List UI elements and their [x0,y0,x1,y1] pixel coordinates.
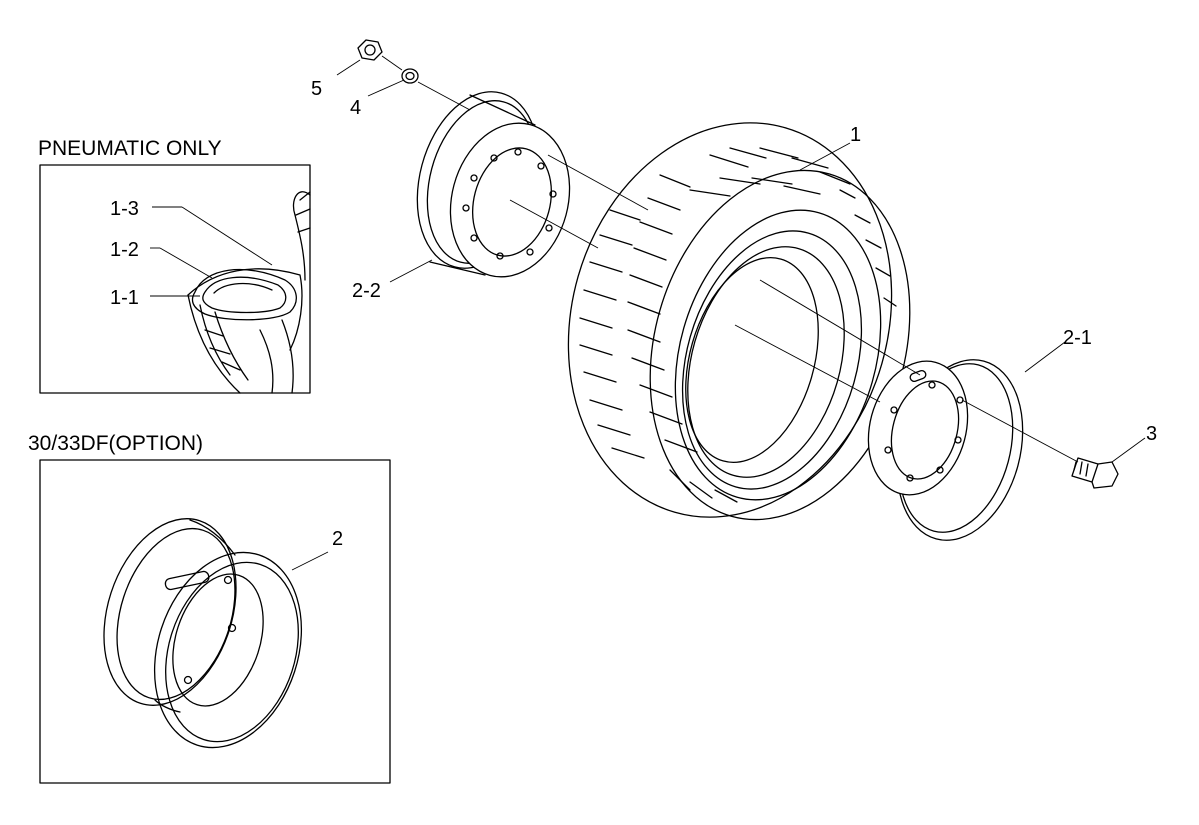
callout-1: 1 [850,124,861,146]
option-inset-title: 30/33DF(OPTION) [28,432,203,455]
callout-3: 3 [1146,423,1157,445]
pneumatic-inset-box [39,164,311,394]
callout-2-1: 2-1 [1063,327,1092,349]
nut [357,39,383,61]
tire [567,122,911,521]
callout-2: 2 [332,528,343,550]
washer [401,68,419,84]
callout-5: 5 [311,78,322,100]
callout-1-3: 1-3 [110,198,139,220]
bolt [1071,457,1119,489]
rim-half-2-2 [416,91,571,278]
callout-2-2: 2-2 [352,280,381,302]
callout-4: 4 [350,97,361,119]
rim-half-2-1 [867,359,1024,541]
callout-1-2: 1-2 [110,239,139,261]
pneumatic-tire-section [187,191,311,394]
option-inset-box [39,459,391,784]
pneumatic-inset-title: PNEUMATIC ONLY [38,137,222,160]
callout-1-1: 1-1 [110,287,139,309]
split-rim-option [103,518,303,749]
